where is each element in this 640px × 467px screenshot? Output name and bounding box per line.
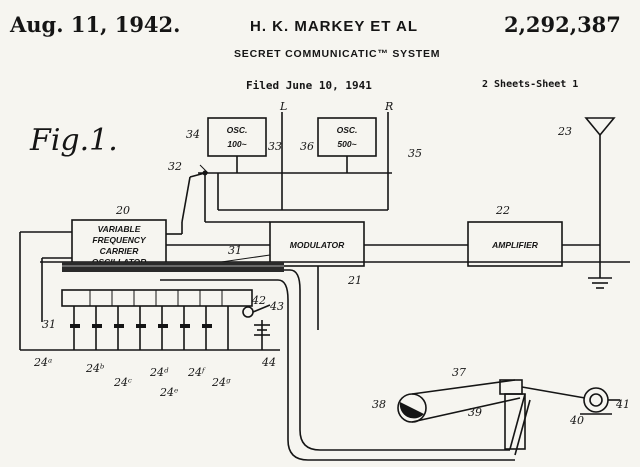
ref-35: 35	[408, 147, 422, 160]
contact-fingers	[70, 306, 229, 350]
ref-41: 41	[615, 398, 630, 411]
switch-arms	[199, 112, 389, 176]
ref-24b: 24ᵇ	[85, 362, 104, 375]
ref-22: 22	[495, 204, 510, 217]
vfco-line2: FREQUENCY	[92, 235, 147, 245]
ref-24d: 24ᵈ	[149, 366, 169, 379]
ref-40: 40	[569, 414, 584, 427]
ref-44: 44	[261, 356, 276, 369]
contact-bar	[61, 289, 253, 307]
ref-31-upper: 31	[228, 244, 242, 257]
amplifier-label: AMPLIFIER	[491, 240, 539, 250]
ref-21: 21	[347, 274, 362, 287]
ref-24a: 24ᵃ	[33, 356, 52, 369]
ref-24f: 24ᶠ	[187, 366, 206, 379]
osc-100-line1: OSC.	[227, 125, 248, 135]
patent-number: 2,292,387	[504, 12, 621, 37]
ref-33: 33	[268, 140, 282, 153]
record-tube	[62, 262, 284, 272]
ref-38: 38	[372, 398, 386, 411]
patent-date: Aug. 11, 1942.	[10, 12, 181, 37]
ref-42: 42	[251, 294, 266, 307]
ref-36: 36	[300, 140, 314, 153]
ref-L: L	[279, 100, 287, 113]
filed-date: Filed June 10, 1941	[246, 79, 372, 92]
figure-label: Fig.1.	[29, 123, 118, 158]
inventor-name: H. K. MARKEY ET AL	[250, 18, 419, 35]
patent-title: SECRET COMMUNICATIC™ SYSTEM	[234, 48, 441, 60]
ref-20: 20	[115, 204, 130, 217]
wiring	[19, 130, 630, 461]
ref-43: 43	[269, 300, 284, 313]
modulator-label: MODULATOR	[290, 240, 345, 250]
sheet-count: 2 Sheets-Sheet 1	[482, 79, 579, 90]
ref-34: 34	[186, 128, 200, 141]
vfco-line1: VARIABLE	[98, 224, 141, 234]
ref-24e: 24ᵉ	[159, 386, 178, 399]
ref-37: 37	[452, 366, 466, 379]
osc-500-line2: 500~	[337, 139, 356, 149]
battery-icon	[242, 304, 271, 350]
motor-icon	[580, 387, 620, 415]
modulator-box	[269, 221, 365, 267]
paper-roll-drive	[397, 379, 586, 456]
ref-39: 39	[468, 406, 482, 419]
ref-R: R	[384, 100, 393, 113]
oscillator-500-box	[317, 117, 377, 157]
oscillator-100-box	[207, 117, 267, 157]
ref-24c: 24ᶜ	[113, 376, 132, 389]
ref-31-lower: 31	[42, 318, 56, 331]
osc-100-line2: 100~	[227, 139, 246, 149]
ref-24g: 24ᵍ	[211, 376, 231, 389]
amplifier-box	[467, 221, 563, 267]
osc-500-line1: OSC.	[337, 125, 358, 135]
vfco-line3: CARRIER	[100, 246, 140, 256]
ref-23: 23	[557, 125, 572, 138]
antenna-icon	[584, 117, 616, 137]
ref-32: 32	[168, 160, 182, 173]
